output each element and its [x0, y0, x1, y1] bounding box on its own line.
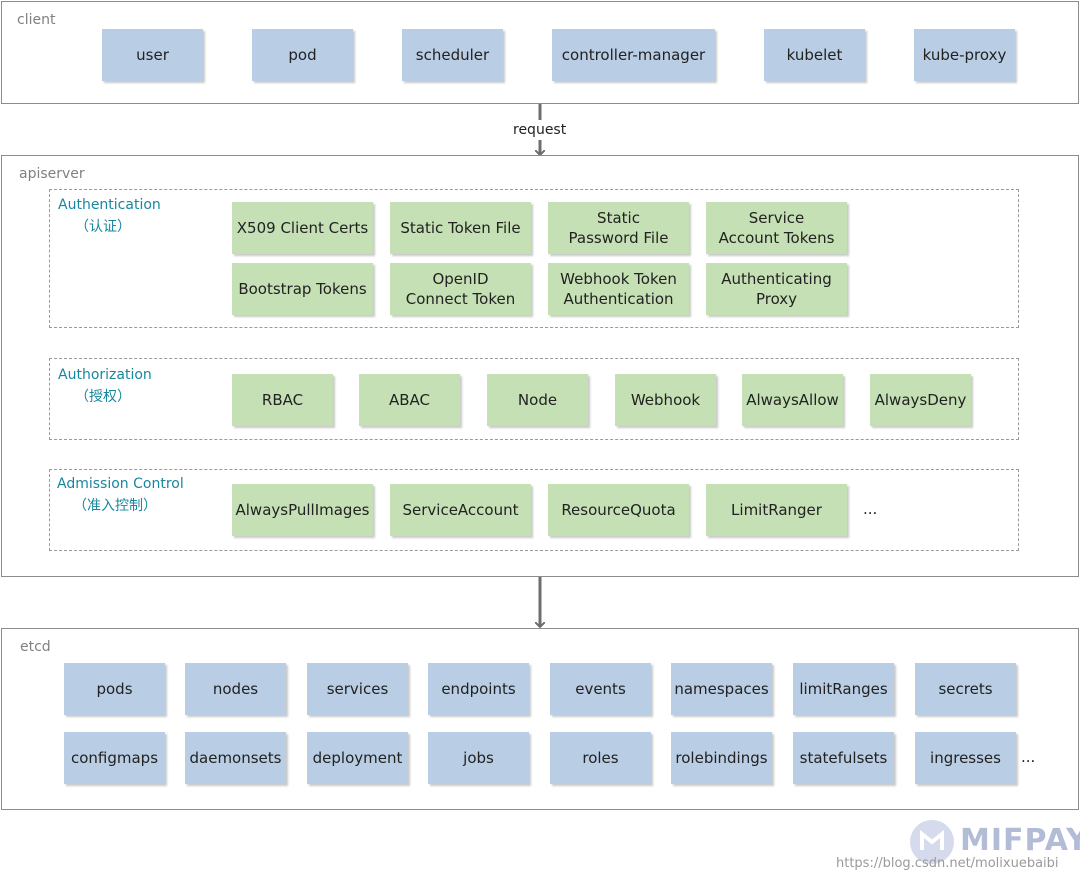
apiserver-panel: apiserver: [1, 155, 1079, 577]
etcd-label: etcd: [20, 639, 51, 655]
authorization-group: [49, 358, 1019, 440]
authn-openid-connect-token: OpenID Connect Token: [390, 263, 531, 315]
authz-alwaysdeny: AlwaysDeny: [870, 374, 971, 426]
authentication-title: Authentication: [58, 197, 161, 213]
admission-limitranger: LimitRanger: [706, 484, 847, 536]
client-label: client: [17, 12, 56, 28]
client-box-pod: pod: [252, 29, 353, 81]
client-box-user: user: [102, 29, 203, 81]
client-box-scheduler: scheduler: [402, 29, 503, 81]
client-box-kube-proxy: kube-proxy: [914, 29, 1015, 81]
authentication-subtitle: （认证）: [75, 219, 131, 235]
request-label: request: [513, 122, 567, 138]
etcd-secrets: secrets: [915, 663, 1016, 715]
admission-serviceaccount: ServiceAccount: [390, 484, 531, 536]
client-box-kubelet: kubelet: [764, 29, 865, 81]
etcd-limitranges: limitRanges: [793, 663, 894, 715]
authn-authenticating-proxy: Authenticating Proxy: [706, 263, 847, 315]
admission-control-subtitle: （准入控制）: [73, 498, 157, 514]
etcd-statefulsets: statefulsets: [793, 732, 894, 784]
admission-alwayspullimages: AlwaysPullImages: [232, 484, 373, 536]
client-box-controller-manager: controller-manager: [552, 29, 715, 81]
apiserver-label: apiserver: [19, 166, 85, 182]
etcd-ingresses: ingresses: [915, 732, 1016, 784]
etcd-nodes: nodes: [185, 663, 286, 715]
watermark-url: https://blog.csdn.net/molixuebaibi: [836, 856, 1059, 871]
admission-resourcequota: ResourceQuota: [548, 484, 689, 536]
authn-x509-client-certs: X509 Client Certs: [232, 202, 373, 254]
admission-control-group: [49, 469, 1019, 551]
authn-static-token-file: Static Token File: [390, 202, 531, 254]
watermark-logo-icon: [910, 820, 954, 864]
etcd-rolebindings: rolebindings: [671, 732, 772, 784]
authn-static-password-file: Static Password File: [548, 202, 689, 254]
etcd-roles: roles: [550, 732, 651, 784]
authn-webhook-token-authentication: Webhook Token Authentication: [548, 263, 689, 315]
authn-service-account-tokens: Service Account Tokens: [706, 202, 847, 254]
etcd-more-ellipsis: ...: [1021, 748, 1036, 766]
etcd-events: events: [550, 663, 651, 715]
authorization-subtitle: （授权）: [75, 389, 131, 405]
etcd-panel: etcd: [1, 628, 1079, 810]
admission-control-title: Admission Control: [57, 476, 184, 492]
etcd-pods: pods: [64, 663, 165, 715]
etcd-endpoints: endpoints: [428, 663, 529, 715]
watermark-brand: MIFPAY: [960, 823, 1080, 858]
authentication-group: [49, 189, 1019, 328]
etcd-services: services: [307, 663, 408, 715]
admission-more-ellipsis: ...: [863, 500, 878, 518]
authz-node: Node: [487, 374, 588, 426]
etcd-deployment: deployment: [307, 732, 408, 784]
etcd-configmaps: configmaps: [64, 732, 165, 784]
authz-webhook: Webhook: [615, 374, 716, 426]
authz-abac: ABAC: [359, 374, 460, 426]
authz-rbac: RBAC: [232, 374, 333, 426]
authz-alwaysallow: AlwaysAllow: [742, 374, 843, 426]
etcd-namespaces: namespaces: [671, 663, 772, 715]
etcd-jobs: jobs: [428, 732, 529, 784]
etcd-daemonsets: daemonsets: [185, 732, 286, 784]
authn-bootstrap-tokens: Bootstrap Tokens: [232, 263, 373, 315]
authorization-title: Authorization: [58, 367, 152, 383]
